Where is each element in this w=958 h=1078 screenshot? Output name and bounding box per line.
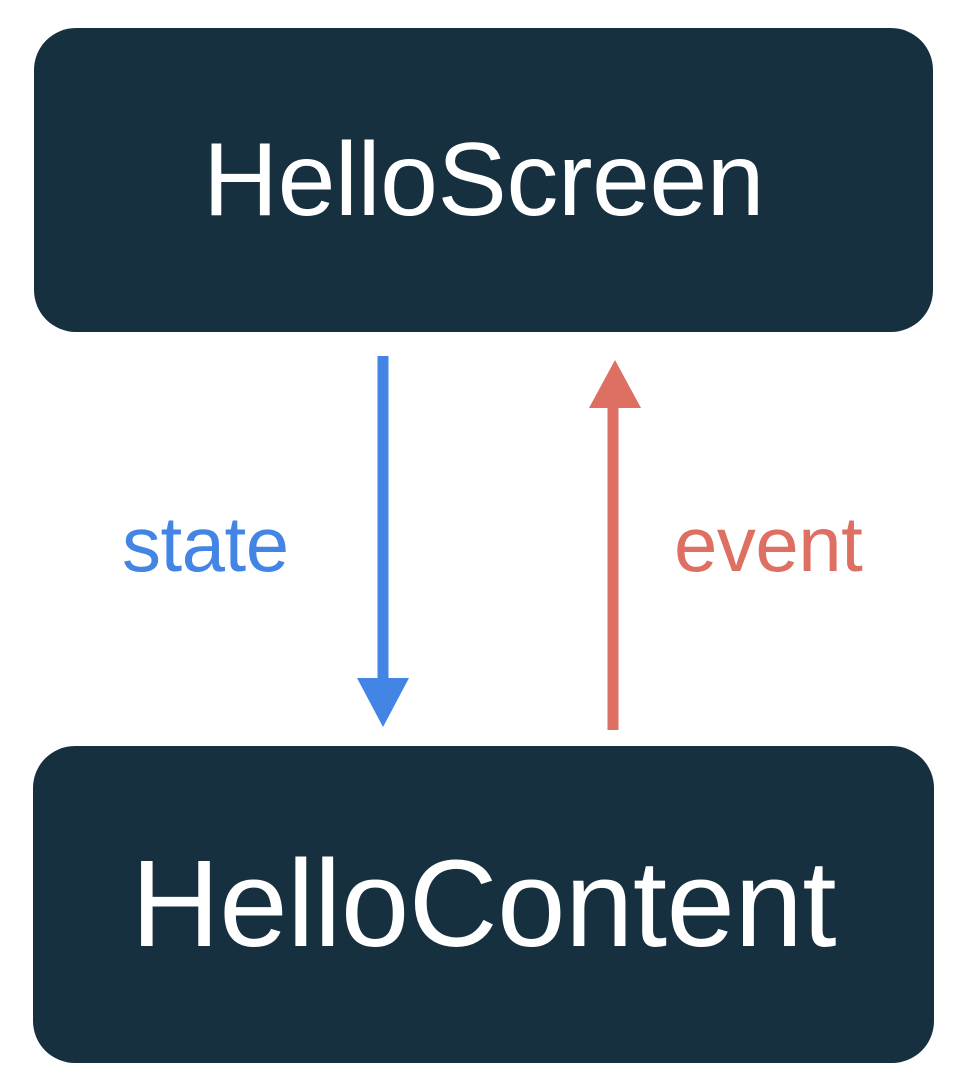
node-hello-content[interactable]: HelloContent [33,746,934,1063]
node-hello-screen[interactable]: HelloScreen [34,28,933,332]
event-arrow-up-icon [589,360,641,730]
node-hello-content-label: HelloContent [130,836,837,973]
edge-label-event: event [674,500,863,588]
state-arrow-down-icon [357,356,409,727]
node-hello-screen-label: HelloScreen [202,122,765,238]
edge-label-state: state [122,500,289,588]
